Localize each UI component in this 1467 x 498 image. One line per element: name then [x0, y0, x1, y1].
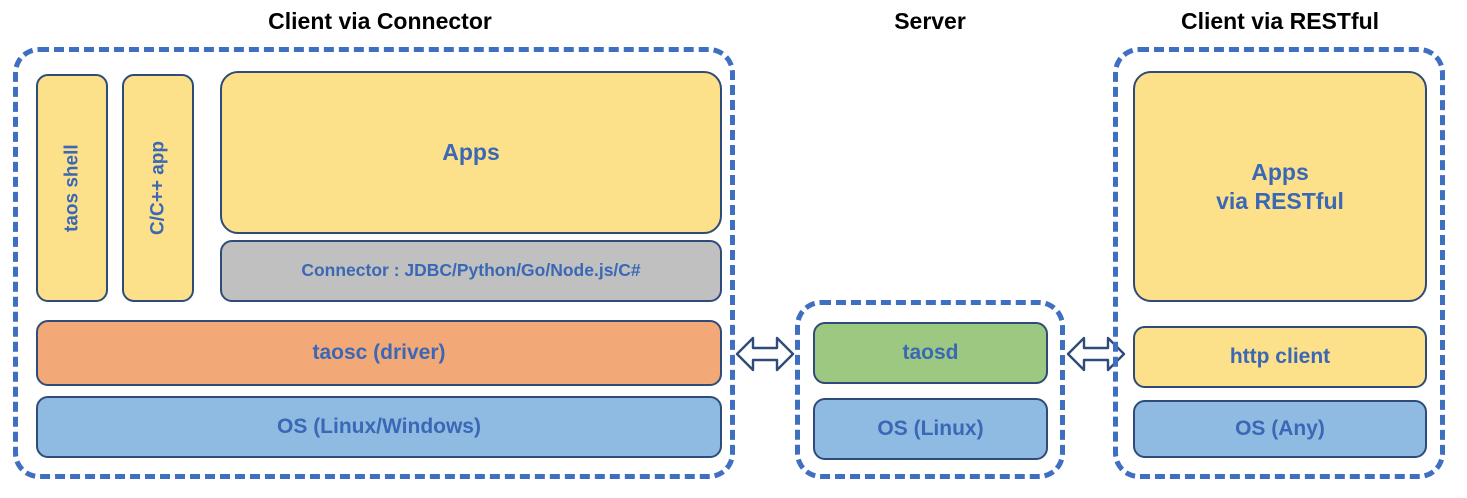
box-http-client[interactable]: http client [1133, 326, 1427, 388]
double-headed-arrow-icon-right [1066, 330, 1126, 378]
double-headed-arrow-icon-left [735, 330, 795, 378]
group-server [795, 300, 1065, 479]
section-title-client-restful: Client via RESTful [1180, 8, 1380, 34]
box-apps-via-restful-line1: Apps [1251, 159, 1309, 186]
box-os-linux-windows[interactable]: OS (Linux/Windows) [36, 396, 722, 458]
box-os-linux[interactable]: OS (Linux) [813, 398, 1048, 460]
group-client-connector [13, 47, 735, 479]
section-title-server: Server [894, 8, 966, 34]
box-taosc-driver[interactable]: taosc (driver) [36, 320, 722, 386]
box-apps-connector[interactable]: Apps [220, 71, 722, 234]
box-connector-list[interactable]: Connector : JDBC/Python/Go/Node.js/C# [220, 240, 722, 302]
box-os-any[interactable]: OS (Any) [1133, 400, 1427, 458]
box-apps-via-restful-line2: via RESTful [1216, 187, 1344, 214]
box-taos-shell[interactable]: taos shell [36, 74, 108, 302]
box-taosd[interactable]: taosd [813, 322, 1048, 384]
section-title-client-connector: Client via Connector [268, 8, 492, 34]
box-apps-via-restful[interactable]: Apps via RESTful [1133, 71, 1427, 302]
box-cpp-app[interactable]: C/C++ app [122, 74, 194, 302]
group-client-restful [1113, 47, 1445, 479]
